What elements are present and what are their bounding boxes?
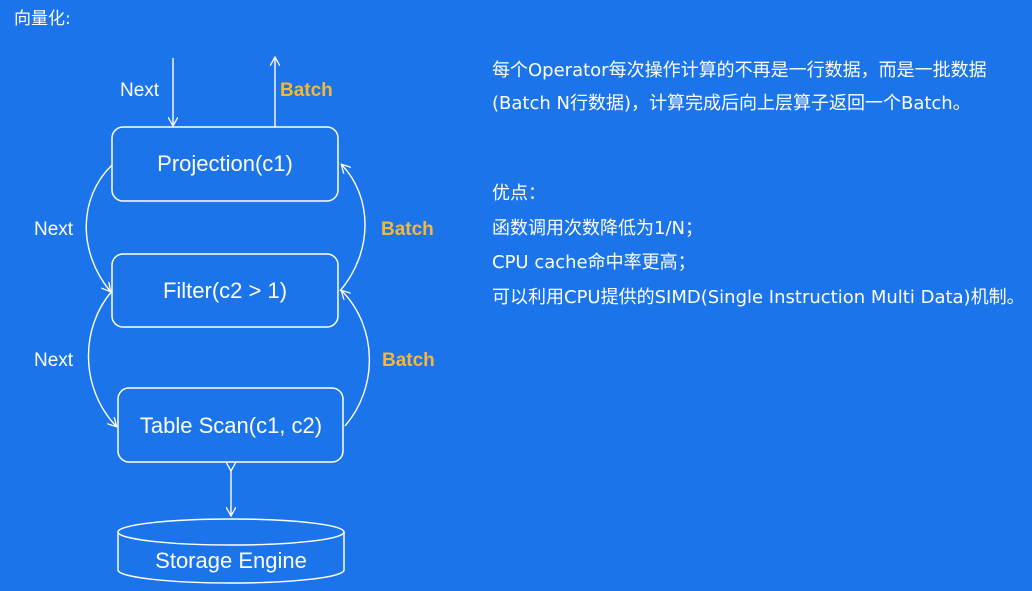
table-scan-node: Table Scan(c1, c2) (117, 387, 344, 463)
advantages-heading: 优点： (492, 183, 546, 204)
next-arrow-bottom (87, 290, 116, 426)
storage-engine-node: Storage Engine (117, 518, 345, 584)
batch-arrow-bottom (342, 291, 371, 427)
batch-label-top: Batch (280, 80, 333, 101)
slide-title: 向量化: (14, 9, 71, 29)
advantage-item: 可以利用CPU提供的SIMD(Single Instruction Multi … (492, 286, 1025, 308)
projection-label: Projection(c1) (157, 151, 293, 176)
filter-label: Filter(c2 > 1) (163, 278, 287, 303)
advantage-item: 函数调用次数降低为1/N； (492, 217, 703, 239)
batch-label-bottom: Batch (382, 350, 435, 371)
next-arrow-middle (85, 164, 113, 291)
volcano-vectorized-diagram: Projection(c1) Filter(c2 > 1) Table Scan… (34, 0, 435, 584)
next-label-bottom: Next (34, 350, 74, 371)
batch-arrow-middle (339, 165, 366, 292)
storage-engine-label: Storage Engine (155, 548, 307, 573)
explanation-panel: 每个Operator每次操作计算的不再是一行数据，而是一批数据(Batch N行… (492, 54, 1028, 315)
batch-label-middle: Batch (381, 219, 434, 240)
advantage-item: CPU cache命中率更高； (492, 252, 696, 273)
next-label-top: Next (120, 80, 160, 101)
next-label-middle: Next (34, 219, 74, 240)
vectorization-description: 每个Operator每次操作计算的不再是一行数据，而是一批数据(Batch N行… (492, 60, 987, 114)
advantages-block: 优点： 函数调用次数降低为1/N； CPU cache命中率更高； 可以利用CP… (492, 177, 1028, 315)
projection-node: Projection(c1) (111, 126, 339, 202)
filter-node: Filter(c2 > 1) (111, 253, 339, 328)
table-scan-label: Table Scan(c1, c2) (140, 413, 322, 438)
